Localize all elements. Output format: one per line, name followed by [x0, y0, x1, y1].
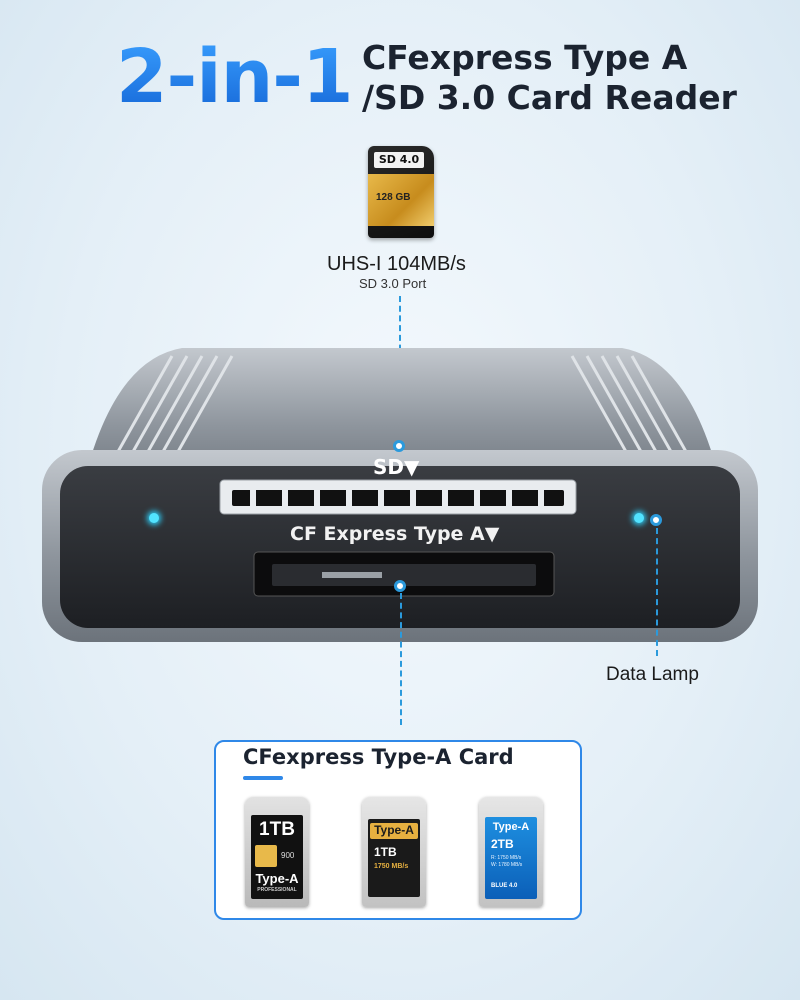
lamp-callout-line — [656, 528, 658, 656]
sd-callout-dot — [393, 440, 405, 452]
card-1-capacity: 1TB — [259, 819, 295, 840]
left-led-icon — [149, 513, 159, 523]
card-2-capacity: 1TB — [374, 845, 397, 859]
data-lamp-label: Data Lamp — [606, 664, 699, 685]
card-3-label-area — [485, 817, 537, 899]
headline-line-1: CFexpress Type A — [362, 38, 688, 77]
lamp-callout-dot — [650, 514, 662, 526]
card-1-speed: 900 — [281, 851, 295, 860]
cf-callout-line — [400, 593, 402, 725]
cfexpress-card-3: Type-A 2TB R: 1750 MB/s W: 1780 MB/s BLU… — [479, 797, 543, 907]
panel-title: CFexpress Type-A Card — [243, 745, 514, 769]
card-1-type: Type-A — [255, 871, 299, 886]
sd-slot-label: SD▼ — [373, 455, 420, 479]
cf-logo-icon — [255, 845, 277, 867]
panel-title-underline — [243, 776, 283, 780]
card-3-sub: BLUE 4.0 — [491, 883, 518, 889]
card-2-speed: 1750 MB/s — [374, 863, 409, 870]
cfexpress-card-1: 1TB 900 Type-A PROFESSIONAL — [245, 797, 309, 907]
card-1-sub: PROFESSIONAL — [257, 887, 297, 893]
sd-card-gold-band — [368, 174, 434, 226]
sd-card-image: SD 4.0 128 GB — [368, 146, 434, 238]
sd-port-speed: UHS-I 104MB/s — [327, 253, 466, 275]
card-3-capacity: 2TB — [491, 837, 514, 851]
card-2-gold-stripe — [370, 823, 418, 839]
cfexpress-card-2: Type-A 1TB 1750 MB/s — [362, 797, 426, 907]
headline-2-in-1: 2-in-1 — [116, 34, 353, 120]
cf-callout-dot — [394, 580, 406, 592]
right-led-icon — [634, 513, 644, 523]
card-2-type: Type-A — [374, 823, 414, 837]
card-3-read: R: 1750 MB/s — [491, 855, 522, 861]
sd-port-name: SD 3.0 Port — [359, 276, 427, 291]
card-reader-device — [42, 348, 758, 642]
sd-card-top-label: SD 4.0 — [374, 152, 424, 168]
card-3-type: Type-A — [492, 821, 530, 833]
cf-slot-label: CF Express Type A▼ — [290, 523, 500, 545]
sd-card-capacity: 128 GB — [376, 192, 411, 203]
headline-line-2: /SD 3.0 Card Reader — [362, 78, 737, 117]
card-3-write: W: 1780 MB/s — [491, 862, 523, 868]
